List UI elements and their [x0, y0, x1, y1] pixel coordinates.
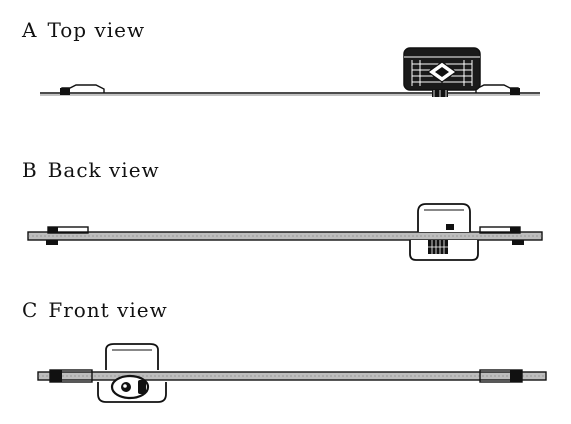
front-right-clip-icon — [479, 369, 523, 383]
view-letter-b: B — [22, 158, 38, 182]
view-title-b: Back view — [47, 158, 160, 182]
top-connector-housing-icon — [403, 47, 481, 97]
view-title-c: Front view — [48, 298, 168, 322]
view-letter-a: A — [22, 18, 38, 42]
top-left-clip-icon — [60, 84, 105, 95]
back-view-drawing — [27, 203, 543, 261]
view-label-a: A Top view — [22, 20, 145, 40]
view-letter-c: C — [22, 298, 39, 322]
back-connector-housing-icon — [409, 203, 479, 261]
view-label-b: B Back view — [22, 160, 160, 180]
front-view-drawing — [37, 343, 547, 403]
back-right-clip-icon — [479, 226, 524, 245]
top-view-drawing — [40, 47, 540, 97]
view-title-a: Top view — [47, 18, 146, 42]
view-label-c: C Front view — [22, 300, 168, 320]
front-left-clip-icon — [49, 369, 93, 383]
front-connector-housing-icon — [97, 343, 167, 403]
back-left-clip-icon — [46, 226, 89, 245]
